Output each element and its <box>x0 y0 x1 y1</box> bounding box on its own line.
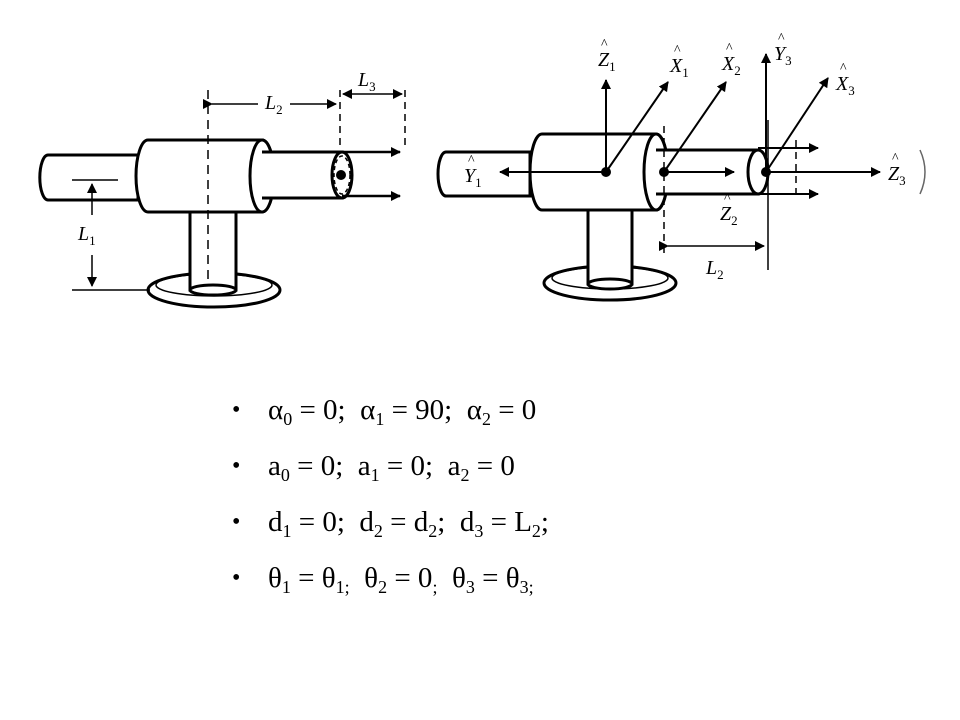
svg-text:^: ^ <box>892 151 899 166</box>
param-theta-row: •θ1 = θ1; θ2 = 0; θ3 = θ3; <box>232 550 549 606</box>
label-Y1: Y1 <box>464 165 482 190</box>
dh-parameter-list: •α0 = 0; α1 = 90; α2 = 0•a0 = 0; a1 = 0;… <box>232 382 549 606</box>
param-subscript: 1 <box>375 409 385 429</box>
param-text: = θ <box>290 562 336 594</box>
label-L1-left: L1 <box>77 223 96 248</box>
svg-text:^: ^ <box>601 37 608 52</box>
param-subscript: 2 <box>378 577 388 597</box>
param-subscript: ; <box>432 577 438 597</box>
param-text: a <box>268 450 281 482</box>
label-L2-left: L2 <box>264 92 283 117</box>
label-Z1: Z1 <box>598 49 616 74</box>
param-subscript: 1 <box>281 577 291 597</box>
bullet-icon: • <box>232 509 241 535</box>
svg-text:^: ^ <box>840 61 847 76</box>
param-text: = θ <box>474 562 520 594</box>
param-text: ; <box>540 506 549 538</box>
left-post <box>188 206 238 292</box>
param-a-row: •a0 = 0; a1 = 0; a2 = 0 <box>232 438 549 494</box>
label-Z3: Z3 <box>888 163 906 188</box>
param-text: α <box>466 394 482 426</box>
label-X2: X2 <box>721 53 741 78</box>
param-subscript: 2 <box>481 409 491 429</box>
param-alpha-row: •α0 = 0; α1 = 90; α2 = 0 <box>232 382 549 438</box>
param-subscript: 1; <box>335 577 350 597</box>
param-text: = 90; <box>384 394 467 426</box>
param-text: θ <box>268 562 282 594</box>
param-text: = d <box>382 506 429 538</box>
param-subscript: 3 <box>474 521 484 541</box>
param-text: ; d <box>437 506 475 538</box>
bullet-icon: • <box>232 565 241 591</box>
param-subscript: 0 <box>283 409 293 429</box>
param-subscript: 1 <box>370 465 380 485</box>
label-L3-left: L3 <box>357 69 376 94</box>
param-subscript: 2 <box>531 521 541 541</box>
bullet-icon: • <box>232 397 241 423</box>
left-arm <box>262 150 344 200</box>
param-text: θ <box>437 562 466 594</box>
param-text: θ <box>349 562 379 594</box>
param-text: = 0; <box>292 394 361 426</box>
param-subscript: 2 <box>373 521 383 541</box>
param-text: = 0 <box>469 450 515 482</box>
param-text: = 0; a <box>379 450 461 482</box>
label-Z2: Z2 <box>720 203 738 228</box>
param-text: = 0; d <box>291 506 374 538</box>
param-d-row: •d1 = 0; d2 = d2; d3 = L2; <box>232 494 549 550</box>
param-subscript: 2 <box>460 465 470 485</box>
param-text: α <box>360 394 376 426</box>
param-text: = L <box>483 506 532 538</box>
svg-text:^: ^ <box>674 43 681 58</box>
param-subscript: 0 <box>280 465 290 485</box>
bullet-icon: • <box>232 453 241 479</box>
label-Y3: Y3 <box>774 43 792 68</box>
right-rod <box>436 150 532 198</box>
label-X1: X1 <box>669 55 689 80</box>
svg-text:^: ^ <box>468 153 475 168</box>
param-text: = 0; a <box>289 450 371 482</box>
param-text: d <box>268 506 283 538</box>
param-text: = 0 <box>490 394 537 426</box>
label-L2-right: L2 <box>705 257 724 282</box>
param-text: = 0 <box>387 562 433 594</box>
right-post <box>586 198 634 286</box>
param-subscript: 3 <box>465 577 475 597</box>
robot-arm-diagram: L2 L3 L1 Z1 ^ X1 ^ <box>38 31 926 309</box>
param-subscript: 2 <box>428 521 438 541</box>
svg-text:^: ^ <box>724 191 731 206</box>
label-X3: X3 <box>835 73 855 98</box>
svg-text:^: ^ <box>778 31 785 46</box>
param-subscript: 3; <box>519 577 534 597</box>
param-subscript: 1 <box>282 521 292 541</box>
param-text: α <box>268 394 284 426</box>
svg-text:^: ^ <box>726 41 733 56</box>
left-rod <box>38 153 140 202</box>
